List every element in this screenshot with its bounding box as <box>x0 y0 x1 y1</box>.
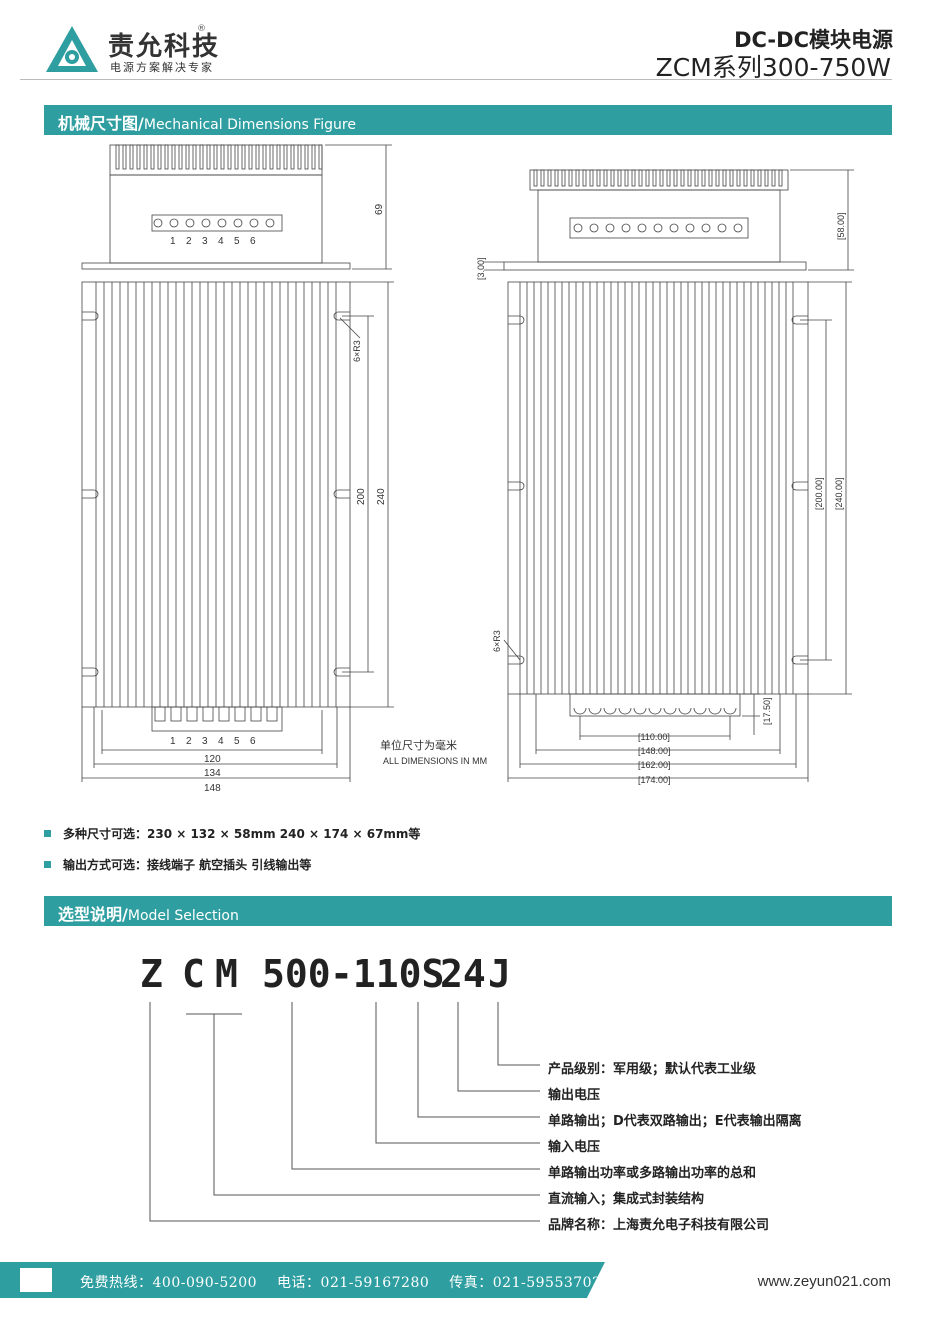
desc-power: 单路输出功率或多路输出功率的总和 <box>548 1166 757 1181</box>
code-grade: J <box>488 952 511 996</box>
company-name: 责允科技 <box>108 32 221 62</box>
right-dim-240: [240.00] <box>834 477 844 510</box>
footer-logo-box <box>20 1268 52 1292</box>
mounting-slots <box>82 311 350 677</box>
right-dim-148: [148.00] <box>638 746 671 756</box>
top-housing <box>109 174 323 264</box>
right-mounting-slots <box>508 315 808 665</box>
right-dim-200: [200.00] <box>814 477 824 510</box>
right-dim-162: [162.00] <box>638 760 671 770</box>
mechanical-title-cn: 机械尺寸图/ <box>58 114 144 133</box>
desc-package: 直流输入；集成式封装结构 <box>548 1192 705 1207</box>
top-terminal-label-3: 3 <box>202 236 208 247</box>
top-terminal-label-6: 6 <box>250 236 256 247</box>
right-mechanical-drawing: [58.00] [3.00] [200.00] [240.00] 6×R3 [1… <box>476 169 854 785</box>
right-dim-17.5: [17.50] <box>762 697 772 725</box>
code-output-voltage: 24 <box>440 952 486 996</box>
top-terminal-block <box>151 214 283 232</box>
dim-3: [3.00] <box>476 257 486 280</box>
top-terminal-label-5: 5 <box>234 236 240 247</box>
product-line-title: DC-DC模块电源 <box>734 28 893 52</box>
desc-output-voltage: 输出电压 <box>548 1088 601 1103</box>
bottom-terminal-block <box>151 706 283 732</box>
bullet-square-icon <box>44 861 51 868</box>
bottom-terminal-label-1: 1 <box>170 736 176 747</box>
model-title-en: Model Selection <box>127 908 239 924</box>
top-base-plate <box>81 262 351 270</box>
code-package: M <box>215 952 238 996</box>
code-input-type: C <box>182 952 205 996</box>
bottom-terminal-label-2: 2 <box>186 736 192 747</box>
company-logo <box>46 26 98 72</box>
unit-note-cn: 单位尺寸为毫米 <box>380 739 457 752</box>
desc-input-voltage: 输入电压 <box>548 1140 601 1155</box>
desc-brand: 品牌名称：上海责允电子科技有限公司 <box>548 1218 770 1233</box>
footer-fax: 传真：021-59553702 <box>449 1275 602 1291</box>
dim-58: [58.00] <box>836 212 846 240</box>
top-terminal-label-1: 1 <box>170 236 176 247</box>
left-mechanical-drawing: 1 2 3 4 5 6 69 1 2 3 4 5 6 6×R3 200 240 … <box>81 144 394 794</box>
dim-240: 240 <box>376 488 387 505</box>
right-dim-110: [110.00] <box>638 732 670 742</box>
footer-hotline: 免费热线：400-090-5200 <box>80 1275 258 1291</box>
top-terminal-label-2: 2 <box>186 236 192 247</box>
model-section-bar: 选型说明/Model Selection <box>44 896 892 926</box>
code-power: 500 <box>262 952 331 996</box>
top-terminal-label-4: 4 <box>218 236 224 247</box>
dim-148: 148 <box>204 783 221 794</box>
dim-200: 200 <box>356 488 367 505</box>
dim-6xR3: 6×R3 <box>352 340 362 362</box>
dim-134: 134 <box>204 768 221 779</box>
note-outputs: 输出方式可选：接线端子 航空插头 引线输出等 <box>44 856 311 873</box>
bottom-terminal-label-3: 3 <box>202 736 208 747</box>
right-front-housing <box>507 281 809 695</box>
right-top-base <box>503 261 807 271</box>
right-dim-6xR3: 6×R3 <box>492 630 502 652</box>
bottom-terminal-label-6: 6 <box>250 736 256 747</box>
bullet-square-icon <box>44 830 51 837</box>
series-title: ZCM系列300-750W <box>655 53 891 82</box>
bottom-terminal-label-5: 5 <box>234 736 240 747</box>
right-bottom-terminal-block <box>569 693 741 717</box>
footer-phone: 电话：021-59167280 <box>277 1275 430 1291</box>
desc-grade: 产品级别：军用级；默认代表工业级 <box>548 1062 757 1077</box>
footer-contacts: 免费热线：400-090-5200 电话：021-59167280 传真：021-5… <box>80 1272 621 1292</box>
model-leader-lines <box>149 1002 540 1222</box>
note-sizes: 多种尺寸可选：230 × 132 × 58mm 240 × 174 × 67mm… <box>44 825 420 842</box>
unit-note-en: ALL DIMENSIONS IN MM <box>383 756 488 766</box>
desc-output-type: 单路输出；D代表双路输出；E代表输出隔离 <box>548 1114 802 1129</box>
code-input-voltage: -110S <box>330 952 445 996</box>
company-slogan: 电源方案解决专家 <box>110 61 214 74</box>
dim-69: 69 <box>374 203 385 215</box>
registered-mark: ® <box>197 24 206 34</box>
footer-website-link[interactable]: www.zeyun021.com <box>757 1273 891 1290</box>
dim-120: 120 <box>204 754 221 765</box>
right-dim-174: [174.00] <box>638 775 671 785</box>
model-title-cn: 选型说明/ <box>58 905 128 924</box>
header-divider <box>20 79 892 80</box>
footer-bar <box>0 1262 605 1298</box>
mechanical-title-en: Mechanical Dimensions Figure <box>143 117 356 133</box>
right-top-terminal-block <box>569 217 749 239</box>
code-brand: Z <box>140 952 163 996</box>
bottom-terminal-label-4: 4 <box>218 736 224 747</box>
mechanical-section-bar: 机械尺寸图/Mechanical Dimensions Figure <box>44 105 892 135</box>
top-heatsink-fins <box>109 144 323 176</box>
